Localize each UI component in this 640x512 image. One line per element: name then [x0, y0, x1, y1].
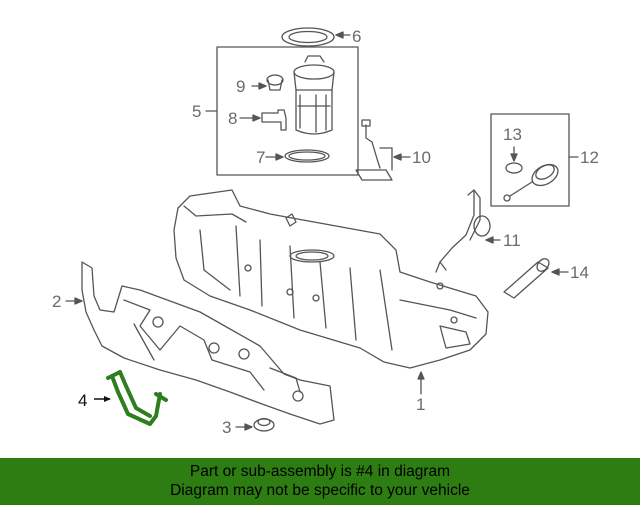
- banner-line-1: Part or sub-assembly is #4 in diagram: [189, 463, 451, 480]
- part-10-sender[interactable]: [355, 119, 393, 181]
- part-5-pump-module-box: [216, 46, 359, 176]
- part-13-cap-seal[interactable]: [505, 162, 523, 174]
- callout-8[interactable]: 8: [228, 109, 237, 128]
- callout-9[interactable]: 9: [236, 77, 245, 96]
- part-14-filler-pipe[interactable]: [503, 256, 551, 299]
- info-banner: Part or sub-assembly is #4 in diagram Di…: [0, 458, 640, 505]
- callout-5[interactable]: 5: [192, 102, 201, 121]
- part-3-push-pin[interactable]: [253, 417, 275, 432]
- part-4-tank-strap[interactable]: [106, 370, 168, 426]
- callout-13[interactable]: 13: [503, 125, 522, 144]
- part-11-filler-bracket[interactable]: [435, 189, 491, 273]
- part-2-heat-shield[interactable]: [81, 261, 335, 425]
- part-6-lock-ring[interactable]: [281, 27, 335, 47]
- parts-diagram: 1 2 3 4 5 6 7 8 9 10 11 12 13 14: [52, 27, 599, 437]
- callout-10[interactable]: 10: [412, 148, 431, 167]
- part-7-o-ring[interactable]: [284, 149, 330, 163]
- part-8-sensor[interactable]: [261, 109, 287, 131]
- callout-3[interactable]: 3: [222, 418, 231, 437]
- callout-1[interactable]: 1: [416, 395, 425, 414]
- callout-7[interactable]: 7: [256, 148, 265, 167]
- callout-11[interactable]: 11: [503, 231, 521, 250]
- callout-6[interactable]: 6: [352, 27, 361, 46]
- callout-2[interactable]: 2: [52, 292, 61, 311]
- fuel-cap[interactable]: [503, 160, 562, 202]
- fuel-pump-module[interactable]: [293, 55, 335, 135]
- callout-12[interactable]: 12: [580, 148, 599, 167]
- callout-4[interactable]: 4: [78, 391, 87, 410]
- part-1-fuel-tank[interactable]: [173, 189, 489, 369]
- callout-14[interactable]: 14: [570, 263, 589, 282]
- part-12-filler-box: [490, 113, 570, 207]
- part-9-valve[interactable]: [266, 74, 284, 91]
- banner-line-2: Diagram may not be specific to your vehi…: [170, 482, 470, 499]
